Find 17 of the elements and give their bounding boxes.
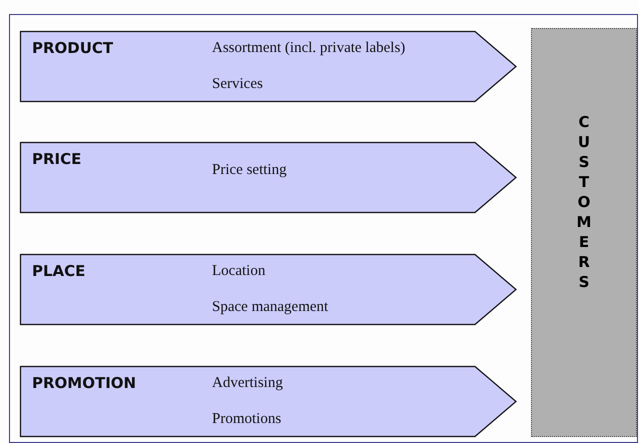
item-text: Price setting xyxy=(212,162,287,179)
target-bar xyxy=(531,28,637,437)
category-banner xyxy=(20,142,517,213)
item-text: Advertising xyxy=(212,375,283,392)
category-banner xyxy=(20,254,517,325)
category-banner xyxy=(20,31,517,102)
category-heading: PRODUCT xyxy=(32,39,114,57)
category-heading: PLACE xyxy=(32,262,86,280)
category-heading: PROMOTION xyxy=(32,374,136,392)
item-text: Services xyxy=(212,76,263,93)
item-text: Promotions xyxy=(212,411,282,428)
category-heading: PRICE xyxy=(32,150,82,168)
item-text: Location xyxy=(212,263,266,280)
category-banner xyxy=(20,366,517,437)
item-text: Assortment (incl. private labels) xyxy=(212,40,406,57)
item-text: Space management xyxy=(212,299,328,316)
vertical-label: CUSTOMERS xyxy=(575,113,593,293)
